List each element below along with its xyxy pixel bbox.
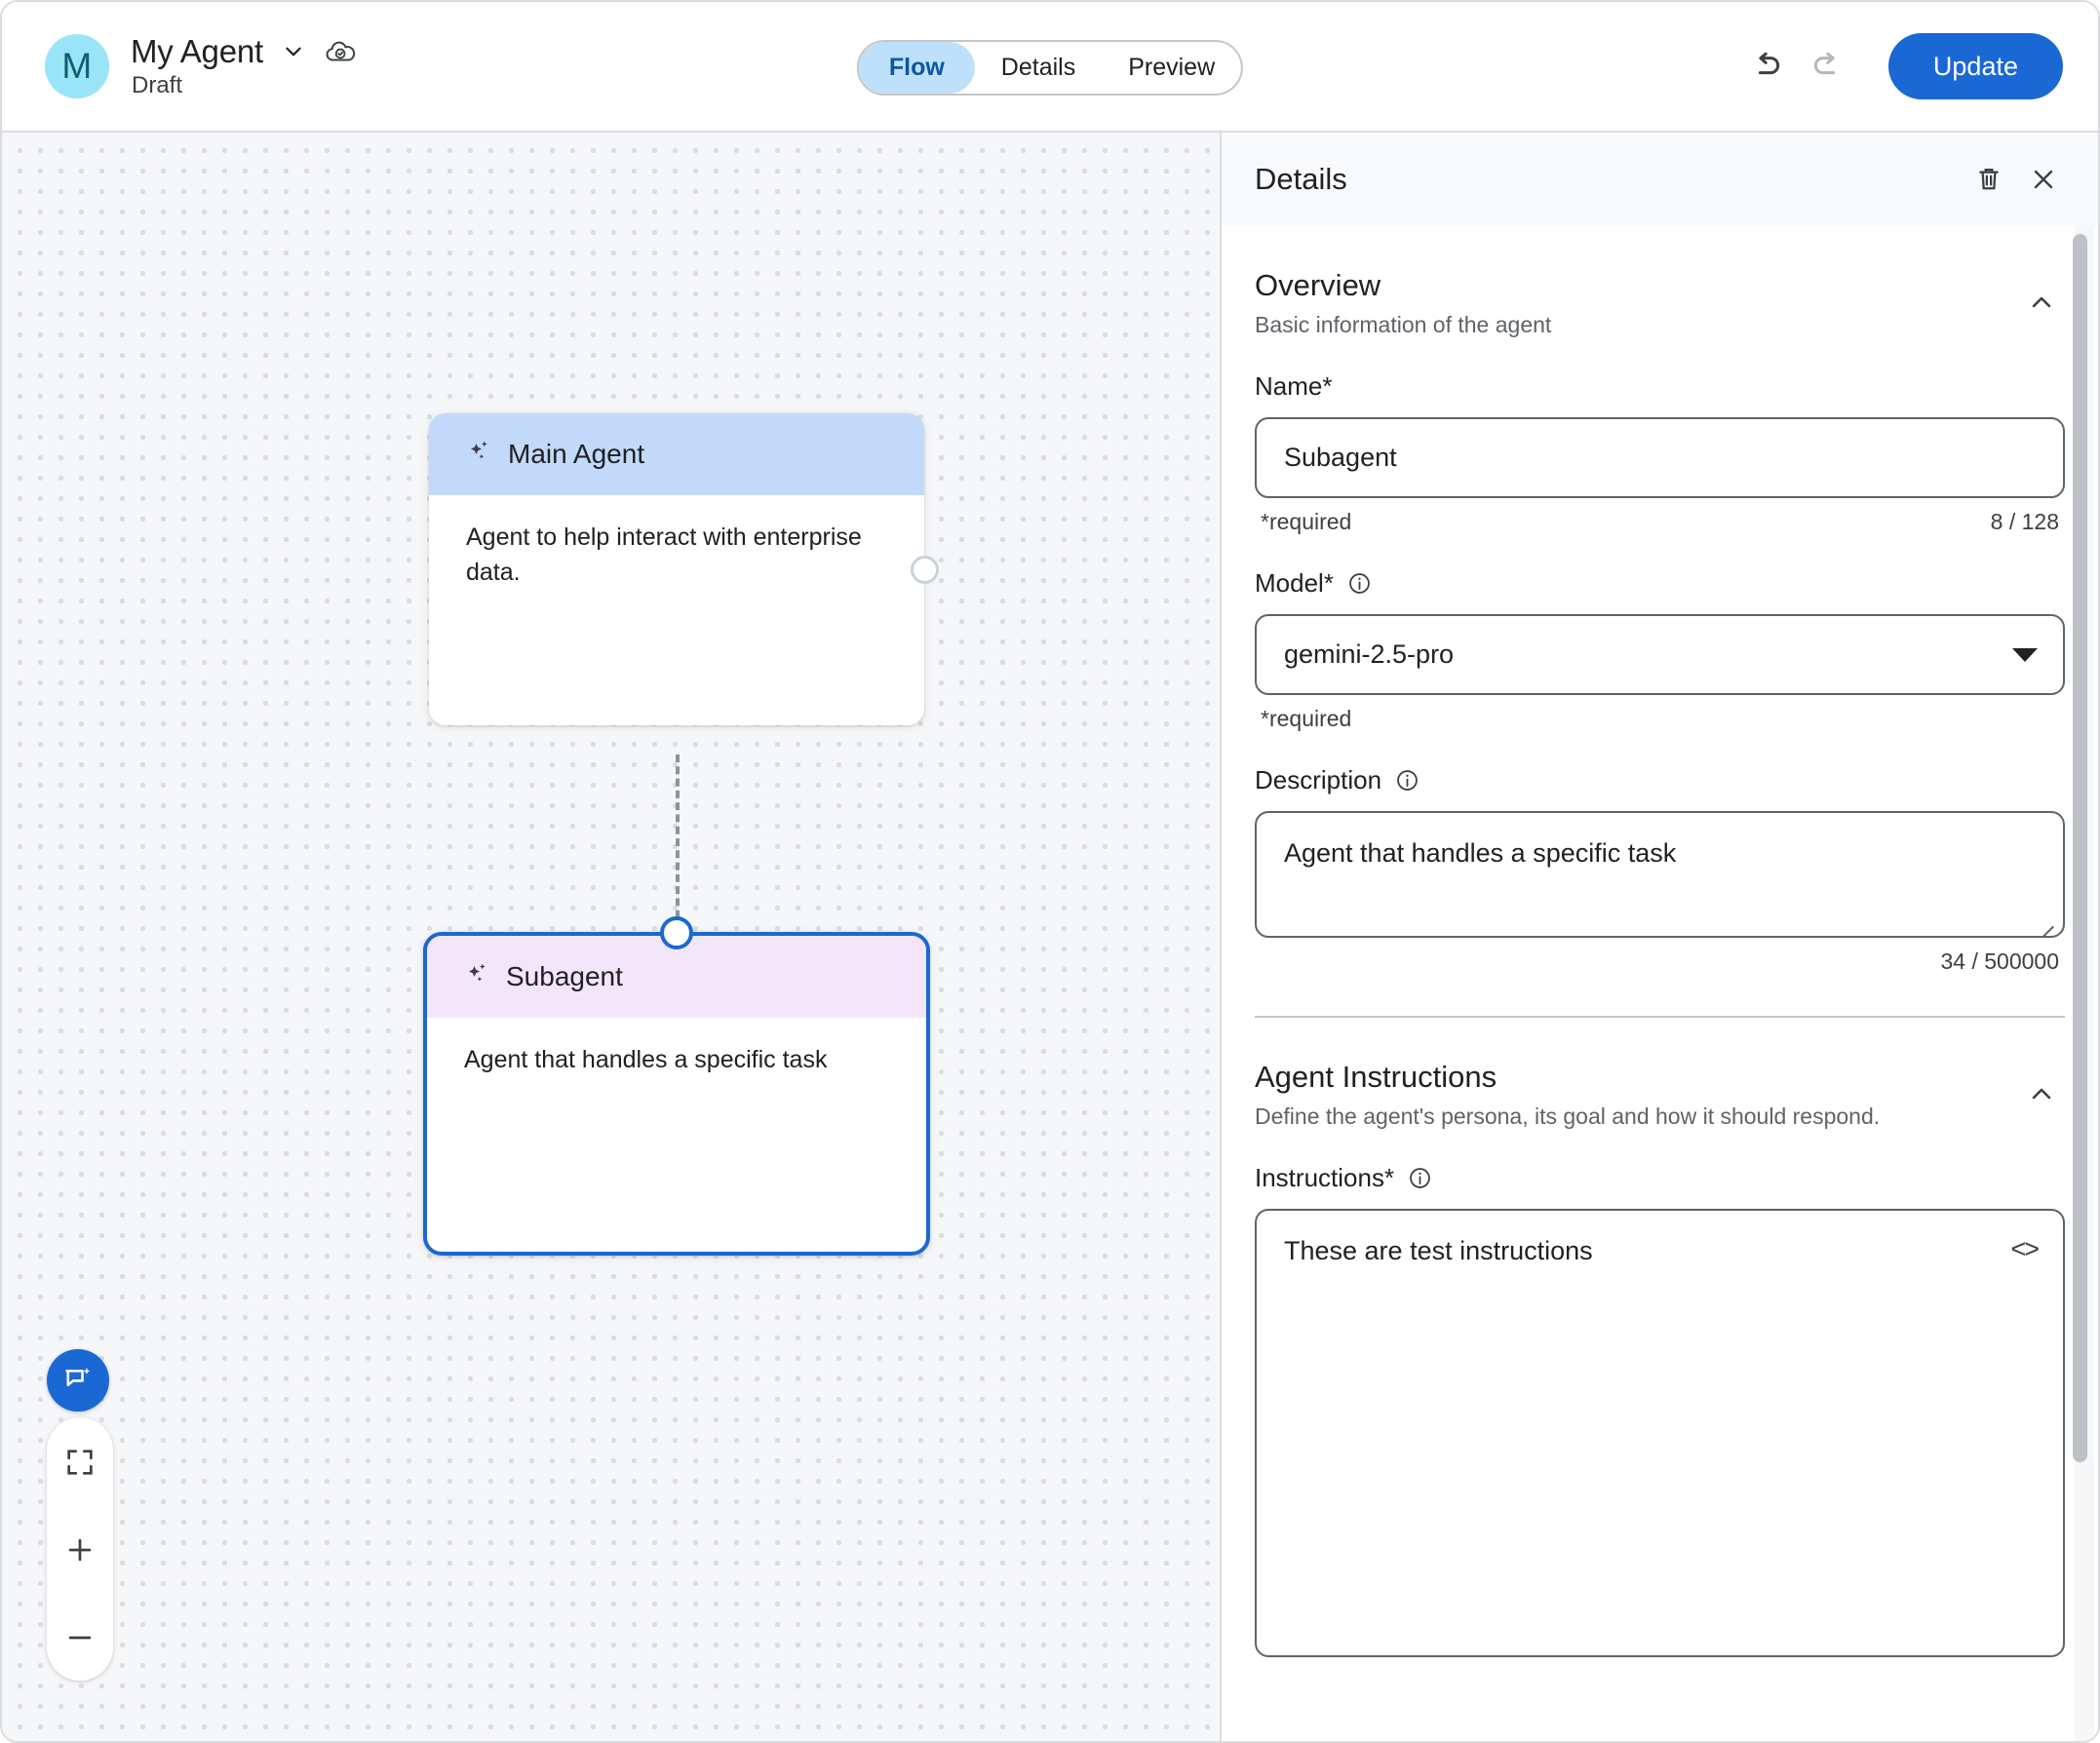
resize-handle-icon[interactable] — [2040, 912, 2057, 930]
field-name-label-text: Name* — [1255, 371, 1333, 402]
section-instructions-subtitle: Define the agent's persona, its goal and… — [1255, 1104, 1881, 1130]
instructions-textarea[interactable]: These are test instructions <> — [1255, 1209, 2065, 1658]
info-icon[interactable] — [1346, 570, 1373, 597]
field-instructions-label: Instructions* — [1255, 1163, 2065, 1193]
bottom-spacer — [1255, 1657, 2065, 1686]
node-subagent-header: Subagent — [427, 936, 926, 1018]
field-model-label-text: Model* — [1255, 568, 1334, 599]
node-subagent-description: Agent that handles a specific task — [464, 1046, 828, 1073]
title-block: My Agent Draft — [131, 33, 357, 99]
field-description-helper: 34 / 500000 — [1255, 949, 2065, 975]
field-model: Model* gemini-2.5-pro *required — [1255, 568, 2065, 732]
section-overview-title: Overview — [1255, 268, 1381, 302]
header-left: M My Agent Draft — [2, 33, 357, 99]
field-name-required: *required — [1261, 509, 1352, 535]
header-actions: Update — [1736, 33, 2063, 99]
avatar: M — [45, 34, 109, 98]
name-input-value: Subagent — [1284, 443, 1397, 473]
view-tabs: Flow Details Preview — [856, 40, 1244, 96]
page-title: My Agent — [131, 33, 263, 69]
node-subagent-title: Subagent — [506, 961, 623, 991]
details-panel-header: Details — [1222, 133, 2098, 226]
cloud-saved-icon — [324, 35, 357, 68]
tab-details[interactable]: Details — [1000, 54, 1076, 81]
node-subagent[interactable]: Subagent Agent that handles a specific t… — [423, 916, 930, 1256]
update-button[interactable]: Update — [1887, 33, 2063, 99]
node-main-agent-header: Main Agent — [429, 413, 924, 495]
tab-preview[interactable]: Preview — [1128, 54, 1216, 81]
info-icon[interactable] — [1407, 1165, 1433, 1191]
details-panel: Details Overview Basic information of th… — [1220, 133, 2098, 1741]
node-subagent-inner: Subagent Agent that handles a specific t… — [427, 936, 926, 1252]
section-instructions-header: Agent Instructions Define the agent's pe… — [1255, 1018, 2065, 1130]
trash-icon[interactable] — [1962, 152, 2016, 207]
field-model-label: Model* — [1255, 568, 2065, 599]
field-description: Description Agent that handles a specifi… — [1255, 765, 2065, 975]
sparkle-agent-icon — [464, 960, 491, 994]
panel-scrollbar-track[interactable] — [2073, 226, 2094, 1741]
field-instructions: Instructions* These are test instruction… — [1255, 1163, 2065, 1658]
model-select-value: gemini-2.5-pro — [1284, 639, 1455, 670]
flow-canvas[interactable]: Main Agent Agent to help interact with e… — [2, 133, 1224, 1741]
panel-scrollbar-thumb[interactable] — [2073, 234, 2087, 1462]
field-model-helper: *required — [1255, 706, 2065, 732]
section-overview-subtitle: Basic information of the agent — [1255, 312, 1552, 338]
sparkle-agent-icon — [466, 438, 493, 472]
chevron-down-icon[interactable] — [281, 39, 306, 64]
zoom-controls — [47, 1417, 113, 1681]
section-overview-titles: Overview Basic information of the agent — [1255, 267, 2018, 338]
section-divider — [1255, 1016, 2065, 1019]
section-instructions-title: Agent Instructions — [1255, 1060, 1497, 1095]
chevron-up-icon[interactable] — [2018, 1070, 2065, 1117]
redo-icon[interactable] — [1797, 36, 1857, 97]
minus-icon[interactable] — [57, 1614, 103, 1661]
details-panel-title: Details — [1255, 162, 1347, 196]
undo-icon[interactable] — [1736, 36, 1797, 97]
field-description-label: Description — [1255, 765, 2065, 795]
node-main-agent-inner: Main Agent Agent to help interact with e… — [429, 413, 924, 725]
model-select[interactable]: gemini-2.5-pro — [1255, 614, 2065, 696]
section-instructions-titles: Agent Instructions Define the agent's pe… — [1255, 1059, 2018, 1130]
info-icon[interactable] — [1394, 767, 1420, 794]
app-header: M My Agent Draft — [2, 2, 2098, 133]
details-panel-body[interactable]: Overview Basic information of the agent … — [1222, 226, 2098, 1741]
field-description-label-text: Description — [1255, 765, 1382, 795]
chat-sparkle-icon[interactable] — [47, 1349, 109, 1412]
field-name: Name* Subagent *required 8 / 128 — [1255, 371, 2065, 535]
field-description-counter: 34 / 500000 — [1940, 949, 2059, 975]
field-name-label: Name* — [1255, 371, 2065, 402]
description-textarea-value: Agent that handles a specific task — [1284, 838, 1677, 869]
code-view-toggle[interactable]: <> — [2010, 1234, 2040, 1264]
name-input[interactable]: Subagent — [1255, 417, 2065, 499]
description-textarea[interactable]: Agent that handles a specific task — [1255, 811, 2065, 939]
field-name-helper: *required 8 / 128 — [1255, 509, 2065, 535]
field-model-required: *required — [1261, 706, 1352, 732]
close-icon[interactable] — [2016, 152, 2071, 207]
node-main-agent-description: Agent to help interact with enterprise d… — [466, 523, 862, 586]
node-main-agent-handle-right[interactable] — [911, 556, 939, 584]
status-badge: Draft — [132, 72, 183, 98]
tab-flow[interactable]: Flow — [858, 42, 975, 94]
chevron-up-icon[interactable] — [2018, 279, 2065, 326]
node-subagent-handle-top[interactable] — [660, 916, 693, 949]
instructions-textarea-value: These are test instructions — [1284, 1236, 1593, 1266]
node-main-agent[interactable]: Main Agent Agent to help interact with e… — [429, 413, 939, 725]
edge-main-to-subagent — [676, 755, 680, 930]
dropdown-arrow-icon — [2012, 647, 2038, 662]
field-instructions-label-text: Instructions* — [1255, 1163, 1395, 1193]
field-name-counter: 8 / 128 — [1990, 509, 2059, 535]
title-row: My Agent — [131, 33, 357, 70]
node-main-agent-title: Main Agent — [508, 439, 645, 469]
fit-to-screen-icon[interactable] — [57, 1439, 103, 1486]
plus-icon[interactable] — [57, 1527, 103, 1573]
section-overview-header: Overview Basic information of the agent — [1255, 226, 2065, 338]
